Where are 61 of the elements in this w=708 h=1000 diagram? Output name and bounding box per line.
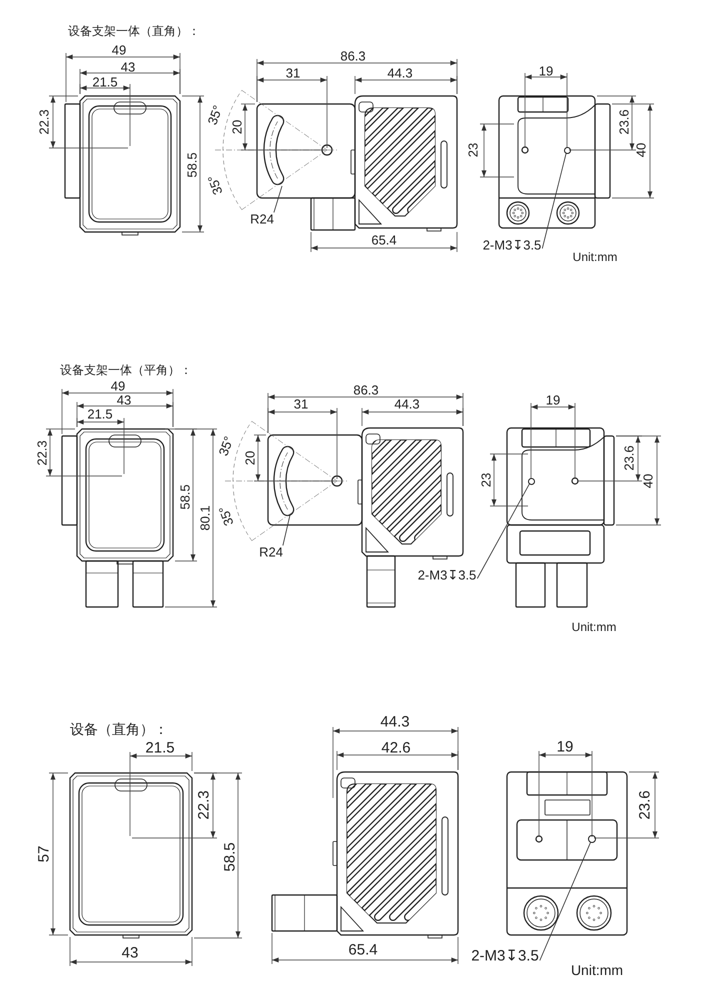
callout-text: 2-M3↧3.5 — [418, 568, 476, 582]
dimension-label: 21.5 — [145, 740, 175, 756]
callout-text: 2-M3↧3.5 — [482, 238, 542, 252]
dimension-label: 35° — [216, 434, 236, 458]
mounting-hole — [528, 478, 534, 484]
dimension-label: 21.5 — [87, 408, 113, 420]
leader-line — [282, 514, 290, 546]
dimension-label: 58.5 — [222, 842, 238, 872]
dimension-label: 23 — [466, 142, 480, 158]
dimension-label: 19 — [546, 394, 560, 406]
dimension-label: 23.6 — [638, 790, 652, 820]
dimension-label: 80.1 — [198, 505, 212, 531]
callout-text: R24 — [259, 546, 283, 558]
dimension-label: 22.3 — [196, 790, 212, 820]
dimension-label: 35° — [206, 104, 224, 126]
dimension-label: 21.5 — [92, 76, 118, 88]
dimension-label: 22.3 — [36, 440, 48, 466]
dimension-label: 43 — [122, 946, 138, 960]
dimension-label: 23.6 — [618, 109, 630, 135]
mounting-hole — [564, 146, 570, 154]
dimension-label: 58.5 — [186, 152, 198, 178]
dimension-label: 65.4 — [348, 942, 378, 958]
dimension-label: 31 — [294, 398, 308, 410]
dimension-label: 23 — [480, 472, 492, 488]
dimension-label: 35° — [206, 174, 224, 196]
dimension-label: 40 — [642, 474, 654, 488]
dimension-label: 65.4 — [371, 234, 397, 246]
dimension-label: 86.3 — [353, 384, 379, 396]
leader-line — [274, 186, 282, 213]
dimension-label: 44.3 — [380, 714, 410, 730]
dimension-label: 19 — [556, 740, 574, 754]
leader-line — [542, 153, 566, 249]
dimension-label: 44.3 — [387, 66, 413, 80]
dimension-label: 42.6 — [381, 740, 411, 756]
dimension-label: 31 — [286, 66, 300, 80]
unit-note: Unit:mm — [570, 963, 624, 977]
section-heading: 设备支架一体（直角）： — [68, 25, 200, 37]
unit-note: Unit:mm — [572, 621, 616, 633]
dimension-label: 49 — [112, 44, 126, 56]
dimension-label: 43 — [120, 60, 136, 74]
dimension-label: 40 — [634, 142, 648, 158]
leader-line — [476, 484, 530, 579]
leader-line — [539, 842, 591, 961]
callout-text: 2-M3↧3.5 — [471, 948, 539, 964]
dimension-label: 49 — [110, 380, 126, 392]
dimension-label: 43 — [116, 394, 132, 406]
section-heading: 设备（直角）： — [70, 722, 168, 736]
callout-text: R24 — [250, 212, 274, 226]
mounting-hole — [588, 835, 596, 843]
dimension-label: 57 — [36, 846, 52, 862]
dimension-label: 35° — [216, 504, 236, 528]
dimension-label: 44.3 — [394, 398, 420, 410]
dimension-label: 23.6 — [622, 445, 636, 471]
dimension-label: 20 — [244, 450, 256, 466]
dimension-label: 86.3 — [340, 50, 366, 62]
dimension-label: 22.3 — [38, 109, 50, 135]
dimension-label: 19 — [538, 64, 554, 78]
unit-note: Unit:mm — [572, 251, 618, 263]
dimension-label: 58.5 — [178, 484, 192, 510]
section-heading: 设备支架一体（平角）： — [60, 364, 192, 376]
dimension-label: 20 — [230, 120, 244, 134]
